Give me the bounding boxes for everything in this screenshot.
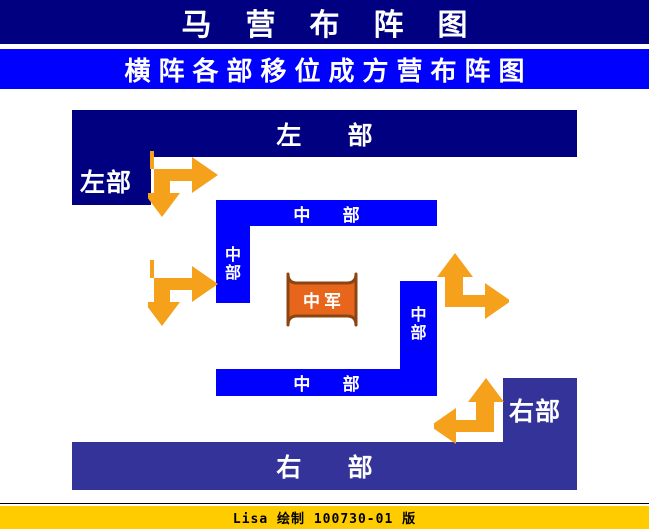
right-wing-bottom-bar: 右 部 (72, 442, 577, 490)
footer-credit-text: Lisa 绘制 100730-01 版 (232, 512, 417, 527)
arrow-right-upper (437, 251, 509, 321)
center-wing-right-label-2: 部 (410, 325, 427, 342)
sub-title-bar: 横阵各部移位成方营布阵图 (0, 49, 649, 89)
center-wing-right-column: 中 部 (400, 281, 437, 369)
bent-arrow-up-left-icon (434, 378, 504, 444)
arrow-right-lower (434, 376, 506, 446)
center-wing-left-label-1: 中 (224, 246, 241, 264)
formation-diagram-canvas: 左 部 左部 右 部 右部 中 部 中 部 中 部 中 部 中军 (0, 89, 649, 503)
central-command-shape: 中军 (285, 271, 359, 328)
center-wing-top-label: 中 部 (293, 205, 374, 225)
left-wing-stub-label: 左部 (80, 170, 133, 197)
right-wing-bottom-label: 右 部 (276, 455, 393, 482)
center-wing-bottom-label: 中 部 (293, 375, 374, 394)
left-wing-stub: 左部 (72, 157, 151, 205)
center-wing-left-label-2: 部 (224, 264, 241, 282)
bent-arrow-up-right-icon (437, 253, 509, 319)
left-wing-top-bar: 左 部 (72, 110, 577, 157)
main-title-text: 马营布阵图 (181, 9, 502, 42)
center-wing-right-label-1: 中 (410, 307, 427, 325)
center-wing-bottom-bar: 中 部 (216, 369, 437, 396)
central-command-label: 中军 (303, 292, 345, 311)
arrow-left-upper (148, 149, 220, 219)
bent-arrow-right-down-icon (148, 260, 218, 326)
right-wing-stub: 右部 (503, 378, 577, 442)
right-wing-stub-label: 右部 (509, 399, 562, 426)
center-wing-top-bar: 中 部 (216, 200, 437, 226)
title-divider (0, 44, 649, 49)
sub-title-text: 横阵各部移位成方营布阵图 (124, 56, 533, 86)
left-wing-top-label: 左 部 (276, 122, 393, 150)
command-badge-icon (286, 272, 358, 327)
footer-credit-bar: Lisa 绘制 100730-01 版 (0, 506, 649, 529)
bent-arrow-right-down-icon (148, 151, 218, 217)
arrow-left-lower (148, 258, 220, 328)
main-title-bar: 马营布阵图 (0, 0, 649, 44)
center-wing-left-column: 中 部 (216, 226, 250, 303)
footer-divider (0, 503, 649, 507)
